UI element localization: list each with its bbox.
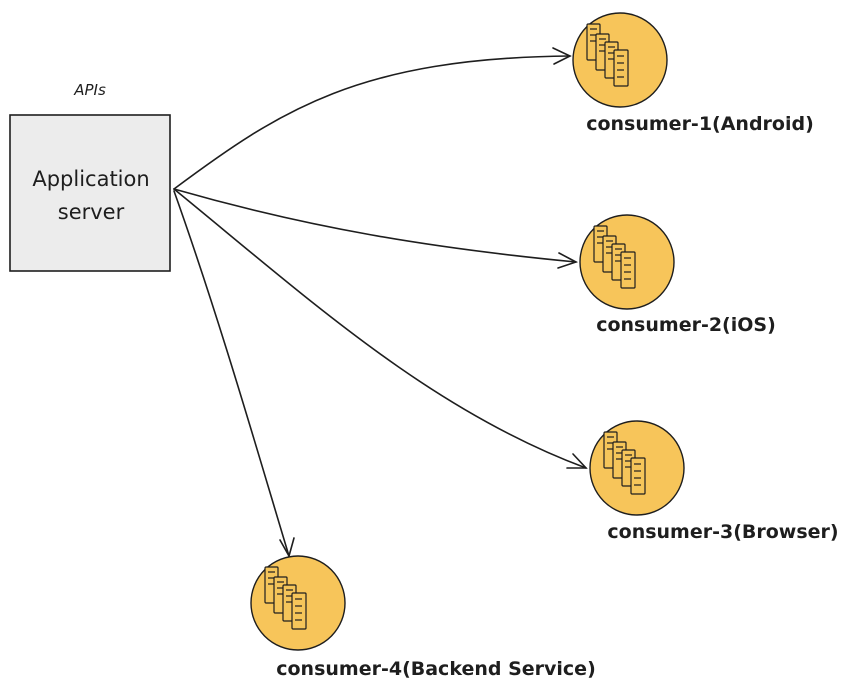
edge-to-consumer-4	[173, 190, 295, 559]
edge-to-consumer-3	[173, 188, 588, 469]
edge-to-consumer-1	[173, 47, 572, 190]
server-label-line2: server	[58, 200, 125, 224]
application-server-box	[9, 114, 171, 272]
edge-to-consumer-2	[173, 188, 579, 269]
consumer-3-label: consumer-3(Browser)	[607, 521, 838, 543]
apis-label: APIs	[73, 81, 106, 99]
consumer-3-node[interactable]: consumer-3(Browser)	[589, 420, 839, 543]
consumer-1-label: consumer-1(Android)	[586, 113, 814, 135]
server-label-line1: Application	[32, 167, 149, 191]
consumer-2-label: consumer-2(iOS)	[596, 314, 776, 336]
consumer-1-node[interactable]: consumer-1(Android)	[572, 12, 814, 135]
consumer-4-label: consumer-4(Backend Service)	[276, 658, 596, 680]
consumer-2-node[interactable]: consumer-2(iOS)	[579, 214, 776, 336]
consumer-4-node[interactable]: consumer-4(Backend Service)	[250, 555, 596, 680]
application-server-node[interactable]: Application server	[9, 114, 171, 272]
